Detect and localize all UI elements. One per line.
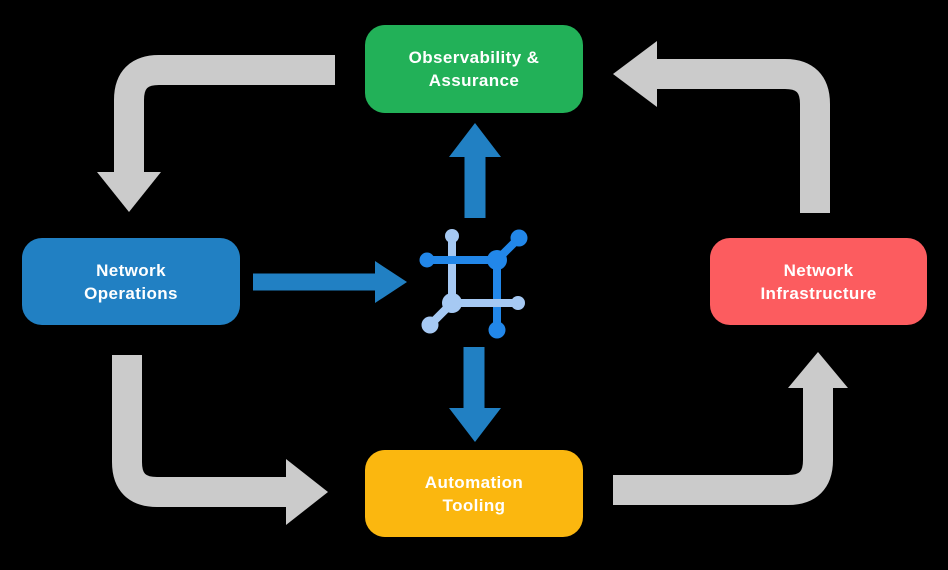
- node-label-line: Assurance: [428, 71, 520, 90]
- icon-node-bottom: [488, 321, 506, 339]
- network-nodes-icon: [419, 229, 528, 339]
- icon-node-diag-top-right: [510, 229, 528, 247]
- node-label-line: Tooling: [442, 495, 506, 515]
- arrow-observability-to-operations: [97, 55, 335, 212]
- node-network-operations: Network Operations: [22, 238, 240, 325]
- node-label-line: Infrastructure: [760, 283, 877, 303]
- icon-node-right: [511, 296, 525, 310]
- node-network-infrastructure: Network Infrastructure: [710, 238, 927, 325]
- node-observability-assurance: Observability & Assurance: [365, 25, 583, 113]
- icon-node-top-right: [487, 250, 507, 270]
- icon-node-bottom-left: [442, 293, 462, 313]
- node-label-line: Network: [96, 260, 166, 280]
- arrow-infrastructure-to-observability: [613, 41, 830, 213]
- arrow-core-to-automation: [449, 347, 501, 442]
- node-automation-tooling: Automation Tooling: [365, 450, 583, 537]
- icon-node-left: [419, 252, 435, 268]
- node-label-line: Operations: [84, 283, 178, 303]
- arrow-automation-to-infrastructure: [613, 352, 848, 505]
- node-label-line: Automation: [424, 472, 524, 492]
- node-label-line: Network: [783, 260, 854, 280]
- arrow-operations-to-core: [253, 261, 407, 303]
- arrow-operations-to-automation: [112, 355, 328, 525]
- node-label-line: Observability &: [408, 48, 540, 67]
- arrow-core-to-observability: [449, 123, 501, 218]
- icon-node-top: [445, 229, 459, 243]
- icon-node-diag-bottom-left: [421, 316, 439, 334]
